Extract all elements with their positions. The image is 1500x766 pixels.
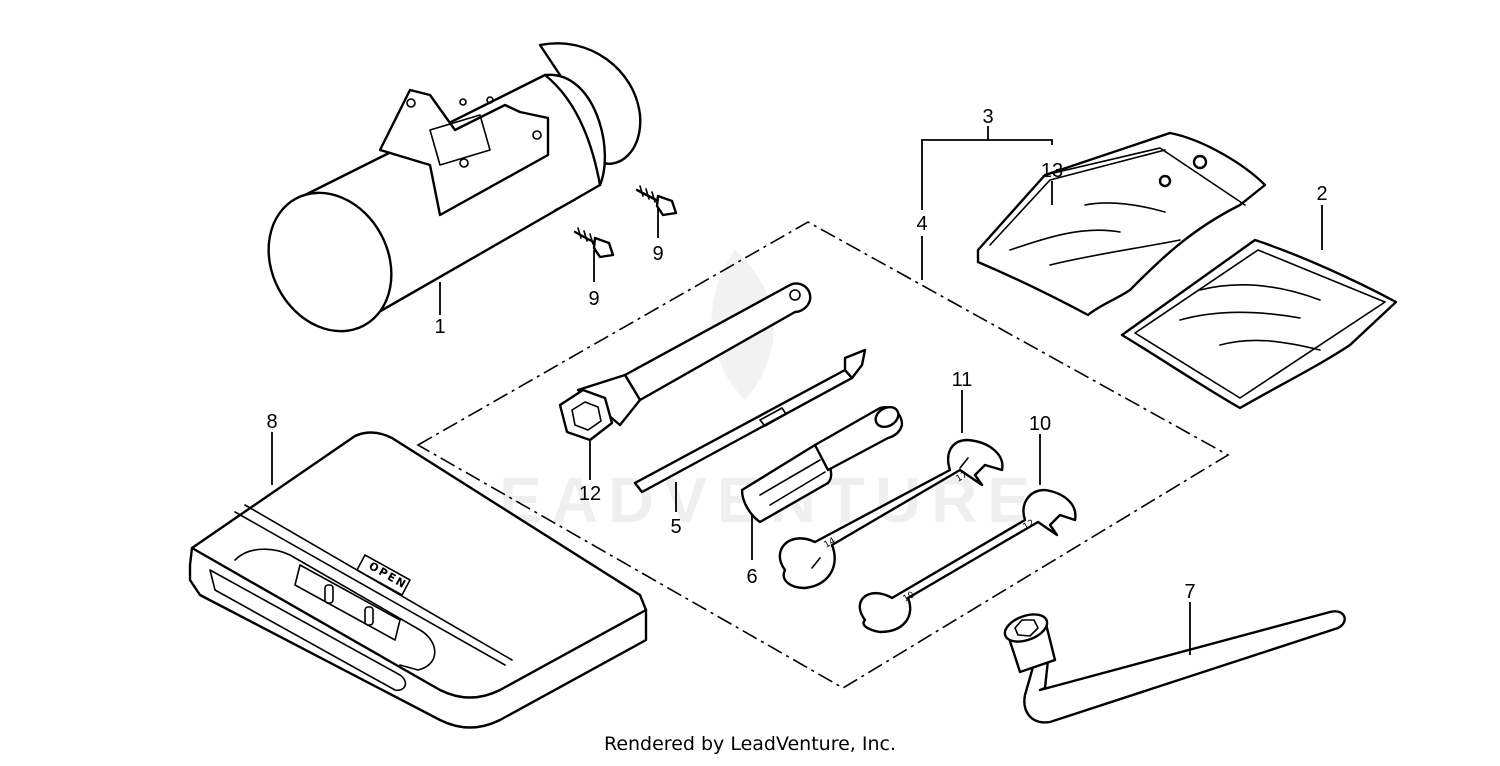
- callout-12: 12: [579, 483, 601, 505]
- socket-wrench: [558, 282, 812, 442]
- callout-5: 5: [670, 516, 681, 538]
- callout-6: 6: [746, 566, 757, 588]
- wrench-11-size-a: 17: [955, 470, 970, 484]
- watermark-text: LEADVENTURE: [450, 464, 1040, 536]
- callout-8: 8: [266, 411, 277, 433]
- callout-13: 13: [1041, 160, 1063, 182]
- bolt-upper: [635, 185, 678, 217]
- kit-outline: [416, 221, 1230, 689]
- pouch-cover: [1120, 238, 1398, 410]
- callout-4: 4: [916, 213, 927, 235]
- wrench-14-17: 17 14: [778, 438, 1004, 590]
- callout-9-lower: 9: [588, 288, 599, 310]
- callout-11: 11: [952, 369, 973, 391]
- callout-10: 10: [1029, 413, 1051, 435]
- footer-credit: Rendered by LeadVenture, Inc.: [603, 733, 897, 755]
- callout-1: 1: [434, 316, 445, 338]
- callouts: 1 2 3 4 5 6 7 8 9 9 10 11 12 13: [266, 106, 1327, 603]
- leader-lines: [271, 126, 1323, 655]
- wrench-10-size-a: 12: [1022, 518, 1037, 532]
- callout-3: 3: [982, 106, 993, 128]
- tool-pouch: [976, 131, 1267, 317]
- callout-9-upper: 9: [652, 243, 663, 265]
- bolt-lower: [573, 227, 615, 259]
- tool-tube: [267, 42, 642, 333]
- tool-case: OPEN: [188, 431, 648, 729]
- callout-2: 2: [1316, 183, 1327, 205]
- screwdriver-shaft: [633, 348, 867, 494]
- callout-7: 7: [1184, 581, 1195, 603]
- l-socket-wrench: [1003, 610, 1346, 724]
- screwdriver-grip: [740, 405, 904, 524]
